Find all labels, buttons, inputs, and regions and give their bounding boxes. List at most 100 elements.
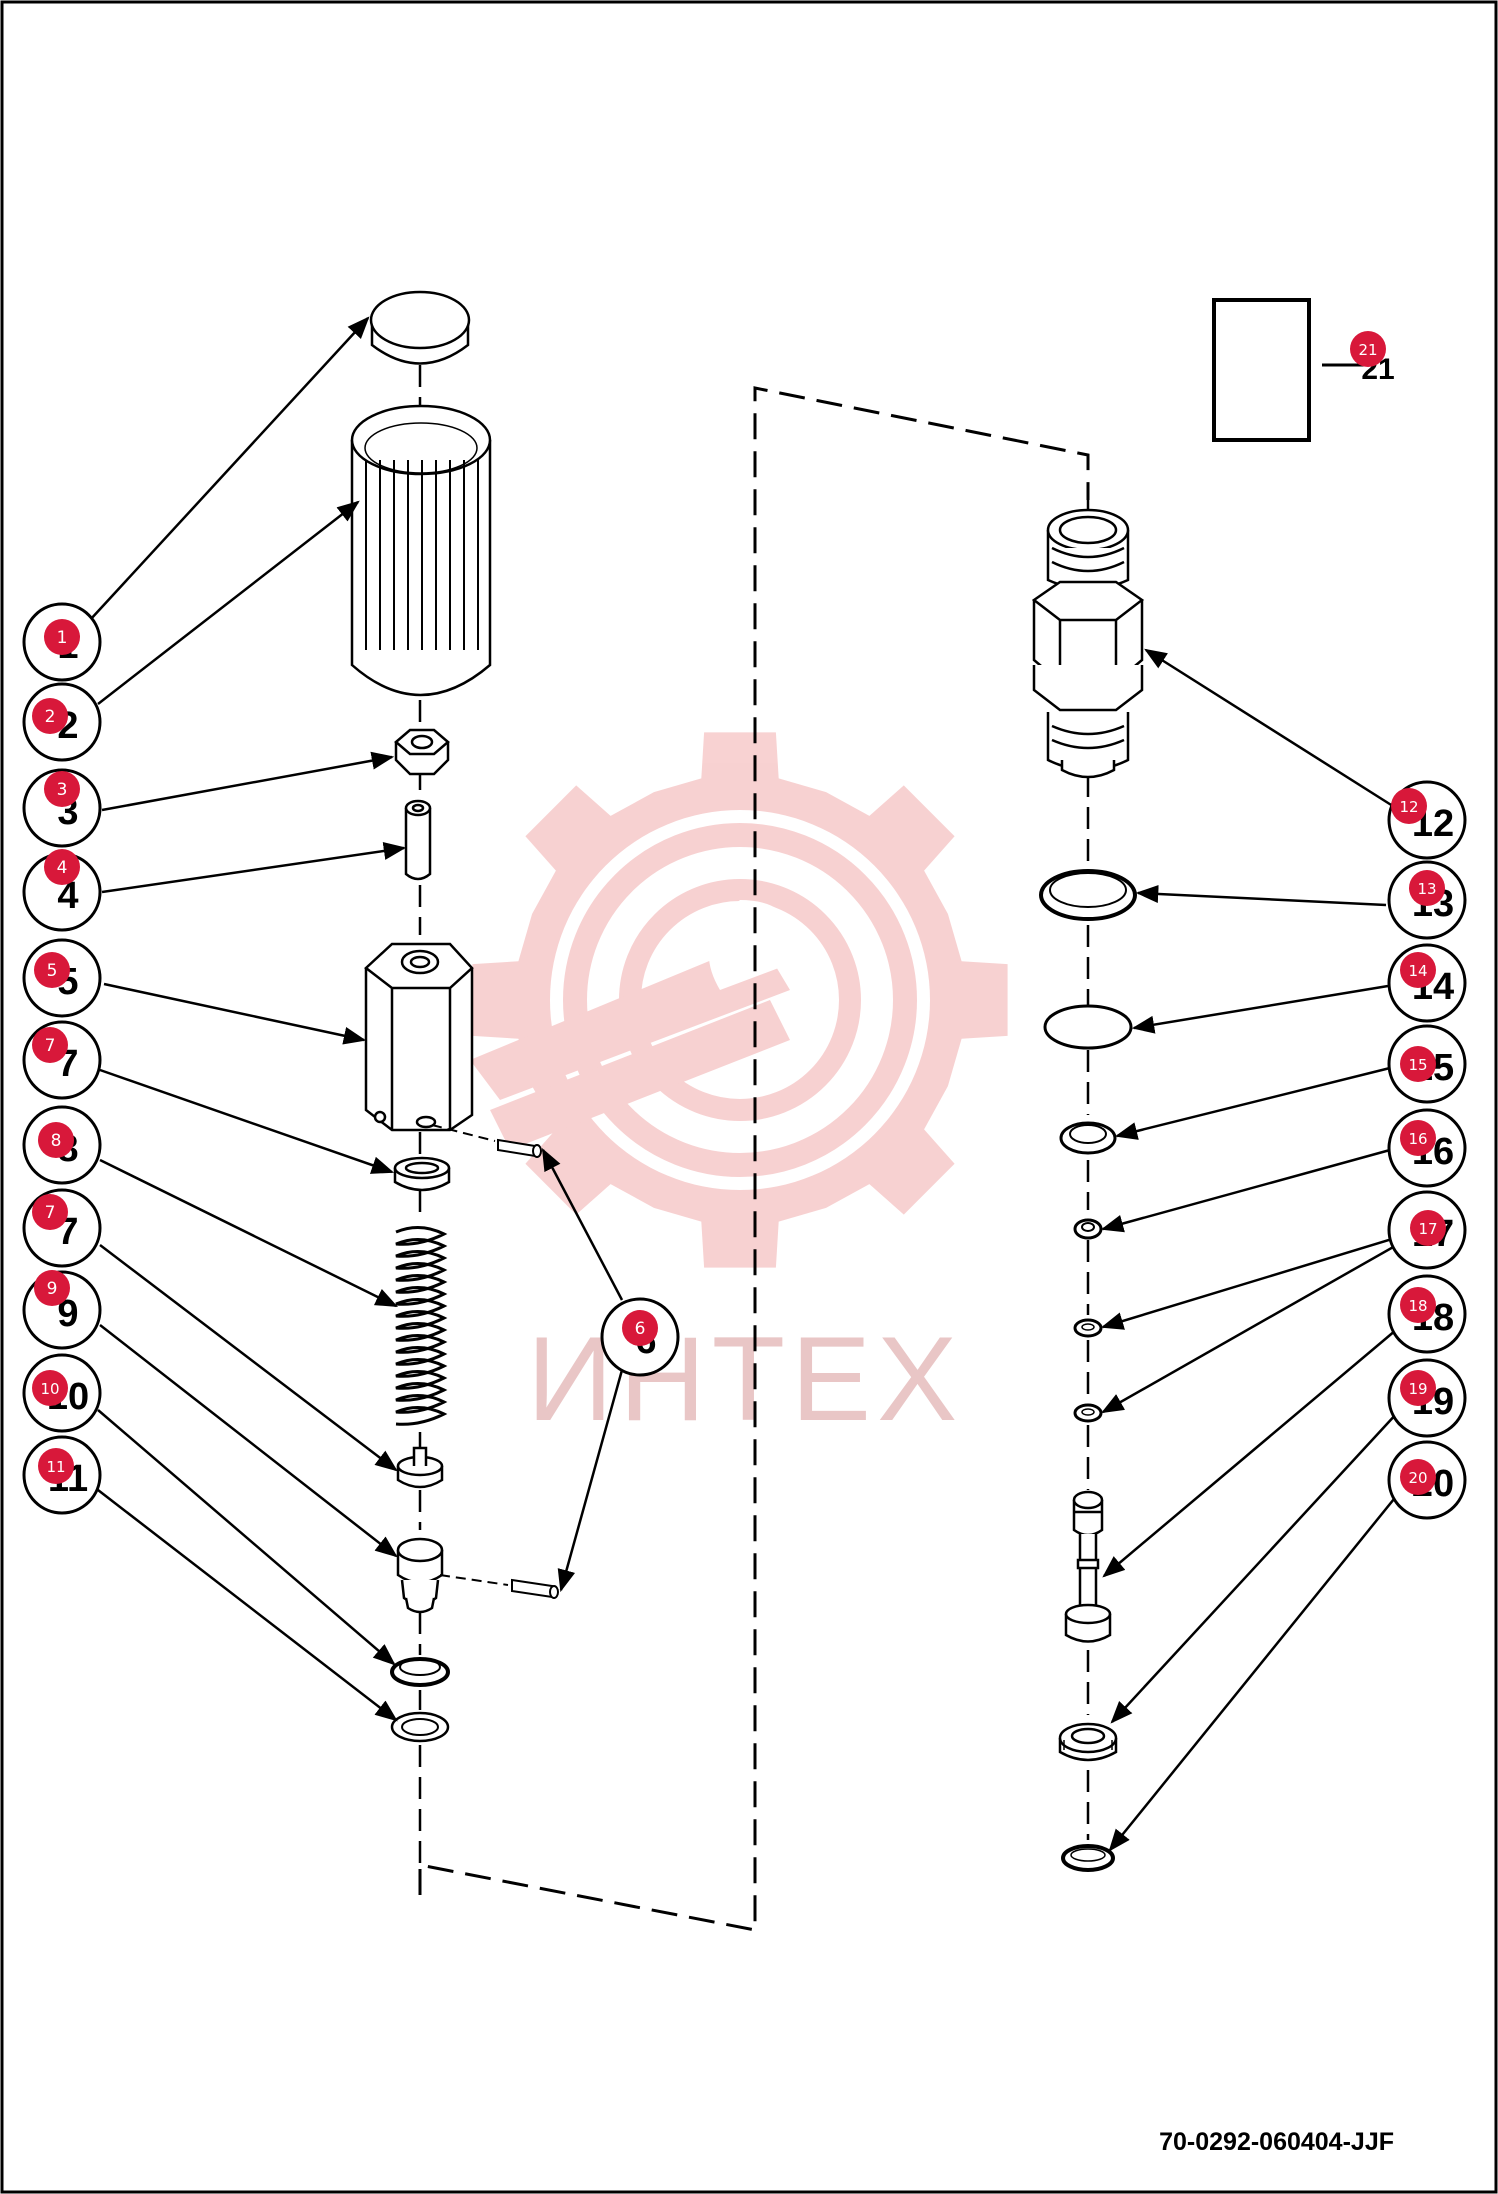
callout-badge-number: 19: [1408, 1380, 1427, 1398]
part-21-kit-box: [1212, 298, 1370, 442]
callout-badge: [1409, 870, 1445, 906]
leader-line: [1108, 1493, 1399, 1852]
callout-badge: [1410, 1210, 1446, 1246]
callout-8: 88: [22, 1105, 102, 1185]
leader-line: [89, 316, 370, 621]
leader-line: [1131, 984, 1389, 1034]
part-7-lower-seat: [396, 1446, 444, 1489]
part-7-upper-washer: [393, 1156, 451, 1192]
callout-badge-number: 13: [1417, 880, 1436, 898]
callout-badge: [622, 1310, 658, 1346]
callout-badge-number: 5: [47, 961, 58, 981]
callout-4: 44: [22, 849, 102, 932]
part-17-ring-upper: [1073, 1318, 1103, 1338]
callout-20: 2020: [1387, 1440, 1467, 1520]
callout-badge-number: 2: [45, 707, 56, 727]
callout-badge: [34, 952, 70, 988]
callout-badge-number: 1: [57, 628, 68, 648]
callout-badge-number: 20: [1408, 1469, 1427, 1487]
callout-badge-number: 10: [40, 1380, 59, 1398]
callout-badge: [38, 1448, 74, 1484]
callout-7: 77: [22, 1020, 102, 1100]
callout-badge: [1400, 952, 1436, 988]
callouts: 1122334455778877991010111166121213131414…: [22, 331, 1467, 1520]
callout-badge-number: 12: [1399, 798, 1418, 816]
callout-1: 11: [22, 602, 102, 682]
callout-badge: [32, 698, 68, 734]
callout-badge-number: 21: [1358, 341, 1377, 359]
callout-badge: [1350, 331, 1386, 367]
leader-line: [1114, 1066, 1391, 1140]
leader-line: [541, 1148, 624, 1301]
callout-badge-number: 6: [635, 1319, 646, 1339]
leader-line: [1100, 1148, 1391, 1233]
leader-line: [1110, 1411, 1399, 1724]
leader-line: [1102, 1329, 1397, 1578]
callout-11: 1111: [22, 1435, 102, 1515]
leader-line: [101, 751, 395, 812]
part-6-pin-upper: [431, 1124, 542, 1158]
callout-6: 66: [600, 1297, 680, 1377]
callout-badge-number: 15: [1408, 1056, 1427, 1074]
callout-badge: [34, 1270, 70, 1306]
part-17-ring-lower: [1073, 1403, 1103, 1423]
assembly-dashed-line: [418, 386, 1090, 1932]
leader-line: [101, 842, 407, 894]
leader-line: [1101, 1240, 1403, 1414]
callout-badge: [44, 849, 80, 885]
part-14-ring: [1043, 1004, 1133, 1050]
part-3-nut: [394, 728, 450, 776]
callout-5: 55: [22, 938, 102, 1018]
callout-badge-number: 17: [1418, 1220, 1437, 1238]
part-10-o-ring: [390, 1657, 450, 1687]
part-8-spring: [395, 1226, 448, 1426]
callout-circle: [22, 768, 102, 848]
callout-badge: [44, 771, 80, 807]
leader-line: [97, 1409, 396, 1666]
callout-badge: [1400, 1287, 1436, 1323]
callout-badge: [38, 1122, 74, 1158]
callout-badge: [1391, 788, 1427, 824]
part-4-sleeve: [404, 799, 432, 881]
callout-badge-number: 11: [46, 1458, 65, 1476]
part-18-valve-stem: [1064, 1490, 1112, 1643]
callout-badge-number: 16: [1408, 1130, 1427, 1148]
callout-badge-number: 18: [1408, 1297, 1427, 1315]
leader-line: [103, 982, 367, 1045]
leader-line: [97, 500, 360, 705]
leader-line: [99, 1324, 398, 1558]
drawing-number: 70-0292-060404-JJF: [1159, 2128, 1394, 2156]
callout-badge-number: 8: [51, 1131, 62, 1151]
watermark-text: ИНТЕХ: [527, 1312, 963, 1446]
callout-number: 4: [57, 875, 78, 917]
callout-badge: [1400, 1459, 1436, 1495]
callout-badge: [32, 1027, 68, 1063]
callout-badge-number: 3: [57, 780, 68, 800]
part-11-backup-ring: [390, 1711, 450, 1743]
callout-3: 33: [22, 768, 102, 848]
part-6-pin-lower: [439, 1574, 559, 1599]
callout-7: 77: [22, 1188, 102, 1268]
callout-9: 99: [22, 1270, 102, 1350]
callout-badge: [1400, 1046, 1436, 1082]
part-20-ring: [1061, 1844, 1115, 1872]
part-19-nut: [1058, 1722, 1118, 1762]
leader-lines: [89, 316, 1403, 1852]
leader-line: [557, 1369, 624, 1593]
callout-badge: [32, 1370, 68, 1406]
callout-17: 1717: [1387, 1190, 1467, 1270]
callout-badge: [44, 619, 80, 655]
callout-badge-number: 14: [1408, 962, 1427, 980]
part-16-small-ring: [1073, 1218, 1103, 1240]
part-1-cap: [369, 290, 471, 365]
part-13-large-o-ring: [1039, 869, 1137, 921]
leader-line: [1135, 884, 1387, 907]
leader-line: [99, 1244, 398, 1472]
